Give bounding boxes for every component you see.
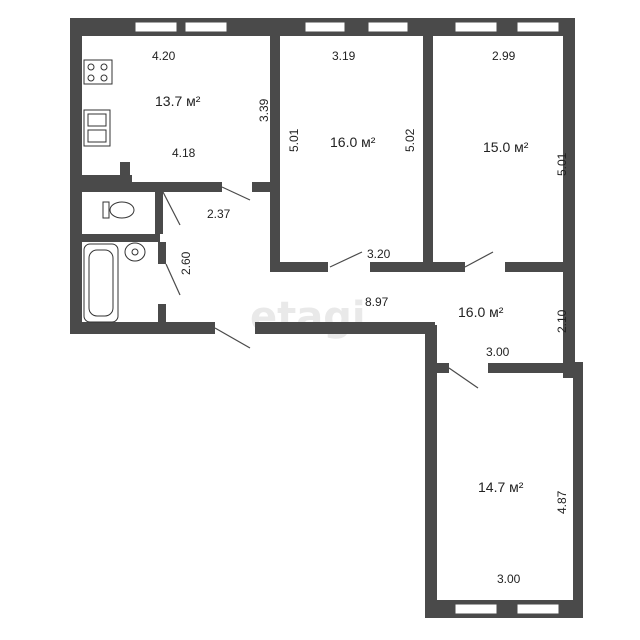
wall-toilet-bath: [82, 234, 160, 242]
window-room2-1: [454, 21, 498, 33]
room3-dim-right: 4.87: [555, 490, 569, 514]
door-room2: [464, 251, 494, 268]
door-room1: [329, 251, 363, 268]
bath-dim: 2.60: [179, 251, 193, 275]
wall-room1-bottom-left: [270, 262, 328, 272]
window-kitchen-1: [134, 21, 178, 33]
dimension-labels: 4.20 13.7 м² 4.18 3.39 3.19 16.0 м² 5.01…: [152, 49, 569, 586]
burner-icon: [100, 74, 108, 82]
kitchen-sink-icon: [83, 109, 111, 147]
room2-dim-right: 5.01: [555, 152, 569, 176]
hall-dim-length: 8.97: [365, 295, 389, 309]
room2-area: 15.0 м²: [483, 139, 529, 155]
wall-kitchen-bottom: [82, 182, 222, 192]
windows: [134, 21, 560, 615]
room1-area: 16.0 м²: [330, 134, 376, 150]
door-bath: [165, 263, 181, 296]
burner-icon: [87, 74, 95, 82]
toilet-tank-icon: [102, 201, 110, 219]
wall-bottom-hall: [255, 322, 435, 334]
door-toilet: [162, 191, 181, 226]
window-room1-2: [367, 21, 409, 33]
wall-stub-room3-left: [437, 363, 449, 373]
room3-area: 14.7 м²: [478, 479, 524, 495]
wall-bath-right-upper: [158, 242, 166, 264]
room1-dim-right: 5.02: [403, 128, 417, 152]
wall-toilet-right: [155, 192, 163, 234]
door-entrance: [214, 327, 251, 349]
wall-right-lower: [573, 362, 583, 617]
door-kitchen: [221, 186, 251, 201]
toilet-icon: [109, 201, 135, 219]
room1-dim-left: 5.01: [287, 128, 301, 152]
window-room2-2: [516, 21, 560, 33]
stove-icon: [83, 59, 113, 85]
window-room3-2: [516, 603, 560, 615]
wall-room1-room2: [423, 36, 433, 272]
window-room3-1: [454, 603, 498, 615]
wall-room2-bottom: [505, 262, 575, 272]
wall-right-upper: [563, 18, 575, 378]
window-kitchen-2: [184, 21, 228, 33]
wall-bath-right-lower: [158, 304, 166, 322]
wall-kitchen-bottom-right: [252, 182, 277, 192]
room2-dim-top: 2.99: [492, 49, 516, 63]
kitchen-dim-top: 4.20: [152, 49, 176, 63]
hall-dim-bottom: 3.00: [486, 345, 510, 359]
wall-niche: [82, 175, 132, 183]
door-room3: [448, 367, 479, 389]
room1-dim-bottom: 3.20: [367, 247, 391, 261]
burner-icon: [87, 63, 95, 71]
wall-kitchen-room1: [270, 36, 280, 272]
kitchen-area: 13.7 м²: [155, 93, 201, 109]
wall-room3-top: [488, 363, 583, 373]
wall-room1-bottom-right: [370, 262, 465, 272]
wall-left-room3: [425, 325, 437, 618]
hall-area: 16.0 м²: [458, 304, 504, 320]
room1-dim-top: 3.19: [332, 49, 356, 63]
burner-icon: [100, 63, 108, 71]
kitchen-dim-bottom: 4.18: [172, 146, 196, 160]
hall-dim-width: 2.10: [555, 309, 569, 333]
wall-bottom-left: [70, 322, 215, 334]
bath-sink-icon: [124, 242, 146, 262]
wall-left: [70, 18, 82, 334]
doors: [162, 186, 494, 389]
toilet-dim: 2.37: [207, 207, 231, 221]
window-room1-1: [304, 21, 346, 33]
bathtub-icon: [83, 243, 119, 323]
fixtures: [83, 59, 146, 323]
wall-niche-side: [120, 162, 130, 182]
room3-dim-bottom: 3.00: [497, 572, 521, 586]
kitchen-dim-right: 3.39: [257, 98, 271, 122]
